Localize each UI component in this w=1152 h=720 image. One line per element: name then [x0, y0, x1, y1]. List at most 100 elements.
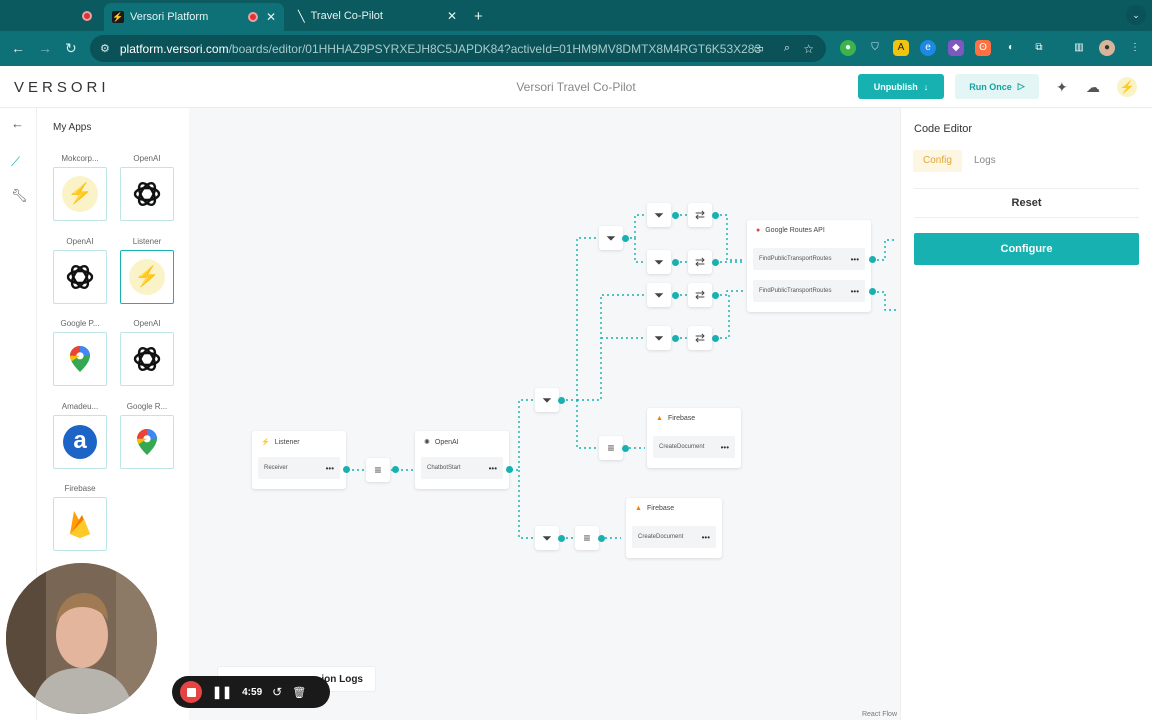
- forward-icon[interactable]: →: [38, 40, 52, 56]
- node-operation[interactable]: Receiver•••: [258, 457, 340, 479]
- edge-handle[interactable]: [712, 335, 719, 342]
- lightning-icon[interactable]: ⚡: [1117, 77, 1137, 97]
- edge-handle[interactable]: [712, 212, 719, 219]
- app-card-openai[interactable]: OpenAI: [120, 154, 174, 221]
- configure-button[interactable]: Configure: [914, 233, 1139, 265]
- filter-node[interactable]: ⏷: [647, 203, 671, 227]
- restart-icon[interactable]: ↺: [272, 685, 283, 699]
- browser-menu-icon[interactable]: ⋮: [1130, 42, 1140, 53]
- openai-node[interactable]: ✺OpenAI ChatbotStart•••: [415, 431, 509, 489]
- swap-node[interactable]: ⇄: [688, 250, 712, 274]
- swap-node[interactable]: ⇄: [688, 283, 712, 307]
- filter-node[interactable]: ⏷: [647, 250, 671, 274]
- tab-logs[interactable]: Logs: [974, 155, 996, 166]
- edge-handle[interactable]: [712, 259, 719, 266]
- more-icon[interactable]: •••: [325, 463, 334, 473]
- app-card-firebase[interactable]: Firebase: [53, 484, 107, 551]
- site-settings-icon[interactable]: ⚙: [100, 43, 110, 55]
- extension-a-icon[interactable]: A: [893, 40, 909, 56]
- firebase-node[interactable]: ▲Firebase CreateDocument•••: [647, 408, 741, 468]
- trash-icon[interactable]: 🗑︎: [292, 686, 307, 699]
- back-icon[interactable]: ←: [11, 40, 25, 56]
- firebase-node[interactable]: ▲Firebase CreateDocument•••: [626, 498, 722, 558]
- node-operation[interactable]: CreateDocument•••: [653, 436, 735, 458]
- edge-handle[interactable]: [506, 466, 513, 473]
- new-tab-button[interactable]: +: [474, 7, 483, 25]
- unpublish-button[interactable]: Unpublish ↓: [858, 74, 944, 99]
- edge-handle[interactable]: [672, 212, 679, 219]
- edge-handle[interactable]: [343, 466, 350, 473]
- edge-handle[interactable]: [869, 256, 876, 263]
- app-card-mokcorp[interactable]: Mokcorp... ⚡: [53, 154, 107, 221]
- filter-node[interactable]: ⏷: [535, 526, 559, 550]
- flow-canvas[interactable]: ⚡Listener Receiver••• ≡ ✺OpenAI ChatbotS…: [189, 108, 900, 720]
- transform-node[interactable]: ≡: [366, 458, 390, 482]
- app-card-amadeus[interactable]: Amadeu... a: [53, 402, 107, 469]
- edge-handle[interactable]: [869, 288, 876, 295]
- swap-node[interactable]: ⇄: [688, 326, 712, 350]
- edge-handle[interactable]: [622, 445, 629, 452]
- node-operation[interactable]: FindPublicTransportRoutes•••: [753, 280, 865, 302]
- node-operation[interactable]: ChatbotStart•••: [421, 457, 503, 479]
- address-bar[interactable]: ⚙ platform.versori.com /boards/editor/01…: [90, 35, 826, 62]
- cast-icon[interactable]: ▭: [753, 43, 764, 55]
- filter-node[interactable]: ⏷: [599, 226, 623, 250]
- stop-recording-button[interactable]: [180, 681, 202, 703]
- transform-node[interactable]: ≡: [599, 436, 623, 460]
- browser-tab-versori-platform[interactable]: ⚡ Versori Platform ✕: [104, 3, 284, 31]
- extension-green-icon[interactable]: ●: [840, 40, 856, 56]
- edge-handle[interactable]: [712, 292, 719, 299]
- app-card-listener[interactable]: Listener ⚡: [120, 237, 174, 304]
- edge-handle[interactable]: [558, 397, 565, 404]
- close-icon[interactable]: ✕: [446, 9, 457, 23]
- edge-handle[interactable]: [622, 235, 629, 242]
- reset-button[interactable]: Reset: [914, 188, 1139, 218]
- profile-avatar[interactable]: ●: [1099, 40, 1115, 56]
- edge-handle[interactable]: [672, 335, 679, 342]
- filter-node[interactable]: ⏷: [535, 388, 559, 412]
- extension-purple-icon[interactable]: ◆: [948, 40, 964, 56]
- react-flow-attribution[interactable]: React Flow: [861, 711, 897, 718]
- extension-blue-icon[interactable]: e: [920, 40, 936, 56]
- edge-handle[interactable]: [672, 292, 679, 299]
- listener-node[interactable]: ⚡Listener Receiver•••: [252, 431, 346, 489]
- google-routes-node[interactable]: ●Google Routes API FindPublicTransportRo…: [747, 220, 871, 312]
- browser-tab-recording[interactable]: [74, 3, 104, 29]
- pause-icon[interactable]: ❚❚: [212, 685, 233, 699]
- tab-search-button[interactable]: ⌄: [1126, 5, 1146, 25]
- filter-node[interactable]: ⏷: [647, 326, 671, 350]
- edge-handle[interactable]: [598, 535, 605, 542]
- node-operation[interactable]: CreateDocument•••: [632, 526, 716, 548]
- connector-icon[interactable]: ⟋: [11, 154, 21, 169]
- transform-node[interactable]: ≡: [575, 526, 599, 550]
- wrench-icon[interactable]: 🔧︎: [11, 188, 28, 203]
- more-icon[interactable]: •••: [488, 463, 497, 473]
- tab-config[interactable]: Config: [913, 150, 962, 172]
- more-icon[interactable]: •••: [850, 286, 859, 296]
- shield-icon[interactable]: ⛉: [871, 42, 879, 53]
- run-once-button[interactable]: Run Once ▷: [955, 74, 1039, 99]
- extension-orange-icon[interactable]: ʘ: [975, 40, 991, 56]
- app-card-openai[interactable]: OpenAI: [120, 319, 174, 386]
- back-arrow-icon[interactable]: ←: [11, 116, 24, 131]
- browser-tab-travel-copilot[interactable]: ╲ Travel Co-Pilot ✕: [290, 3, 465, 29]
- more-icon[interactable]: •••: [720, 442, 729, 452]
- sparkle-icon[interactable]: ✦: [1056, 79, 1068, 95]
- versori-logo[interactable]: VERSORI: [14, 79, 110, 96]
- cloud-upload-icon[interactable]: ☁: [1086, 79, 1100, 95]
- close-icon[interactable]: ✕: [265, 10, 276, 24]
- more-icon[interactable]: •••: [850, 254, 859, 264]
- swap-node[interactable]: ⇄: [688, 203, 712, 227]
- more-icon[interactable]: •••: [701, 532, 710, 542]
- app-card-openai[interactable]: OpenAI: [53, 237, 107, 304]
- edge-handle[interactable]: [558, 535, 565, 542]
- bookmark-star-icon[interactable]: ☆: [803, 41, 814, 56]
- app-card-google-routes[interactable]: Google R...: [120, 402, 174, 469]
- edge-handle[interactable]: [672, 259, 679, 266]
- filter-node[interactable]: ⏷: [647, 283, 671, 307]
- edge-handle[interactable]: [392, 466, 399, 473]
- app-card-google-places[interactable]: Google P...: [53, 319, 107, 386]
- side-panel-icon[interactable]: ▥: [1074, 42, 1084, 53]
- node-operation[interactable]: FindPublicTransportRoutes•••: [753, 248, 865, 270]
- zoom-icon[interactable]: ⌕: [783, 42, 790, 54]
